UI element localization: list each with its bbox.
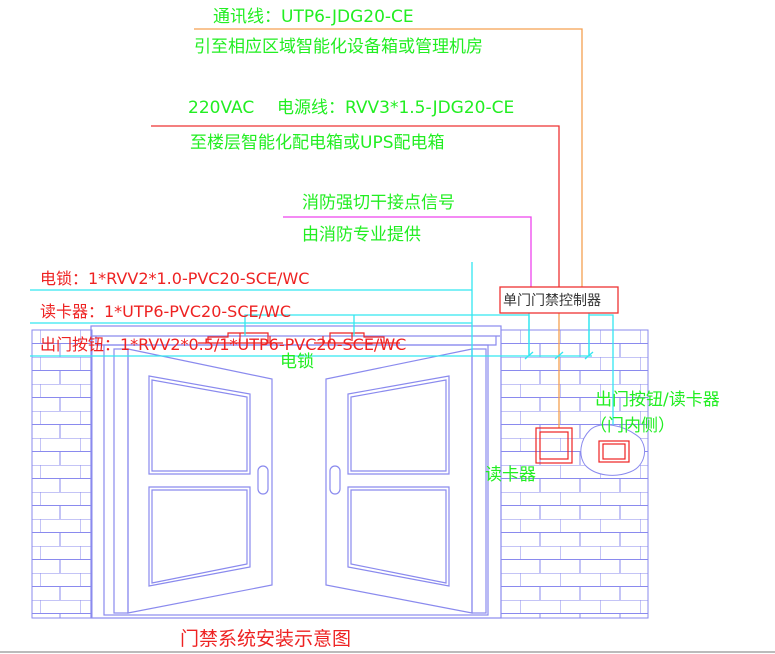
power-voltage: 220VAC	[188, 98, 254, 118]
exit-button	[598, 440, 630, 463]
electric-lock-right	[314, 332, 400, 344]
comm-line-label: 通讯线：UTP6-JDG20-CE	[213, 7, 414, 27]
door-handle-right	[329, 465, 341, 495]
controller-label: 单门门禁控制器	[503, 293, 601, 309]
power-line-note: 至楼层智能化配电箱或UPS配电箱	[190, 133, 445, 153]
access-controller-box	[499, 286, 619, 314]
power-line	[151, 125, 560, 287]
cable-table-lines	[30, 262, 614, 441]
fire-signal-note: 由消防专业提供	[302, 225, 421, 245]
cable-exit-button: 出门按钮：1*RVV2*0.5/1*UTP6-PVC20-SCE/WC	[40, 335, 406, 354]
comm-line-note: 引至相应区域智能化设备箱或管理机房	[194, 37, 483, 57]
fire-signal-label: 消防强切干接点信号	[302, 193, 455, 213]
wall-breakout-outline	[580, 424, 645, 476]
door-handle-left	[257, 465, 269, 495]
diagram-title: 门禁系统安装示意图	[180, 628, 351, 650]
card-reader-label: 读卡器	[485, 465, 536, 485]
cable-reader: 读卡器：1*UTP6-PVC20-SCE/WC	[40, 302, 291, 321]
lock-label: 电锁	[280, 352, 314, 372]
brick-wall-left	[31, 329, 93, 619]
exit-button-side-label: （门内侧）	[590, 416, 675, 436]
power-line-label: 电源线：RVV3*1.5-JDG20-CE	[277, 98, 514, 118]
double-door	[90, 325, 502, 619]
exit-button-label: 出门按钮/读卡器	[595, 390, 720, 410]
cable-lock: 电锁：1*RVV2*1.0-PVC20-SCE/WC	[40, 269, 309, 288]
fire-signal-line	[283, 216, 532, 287]
card-reader	[535, 427, 573, 464]
electric-lock-left	[198, 332, 283, 344]
comm-line	[194, 28, 583, 428]
